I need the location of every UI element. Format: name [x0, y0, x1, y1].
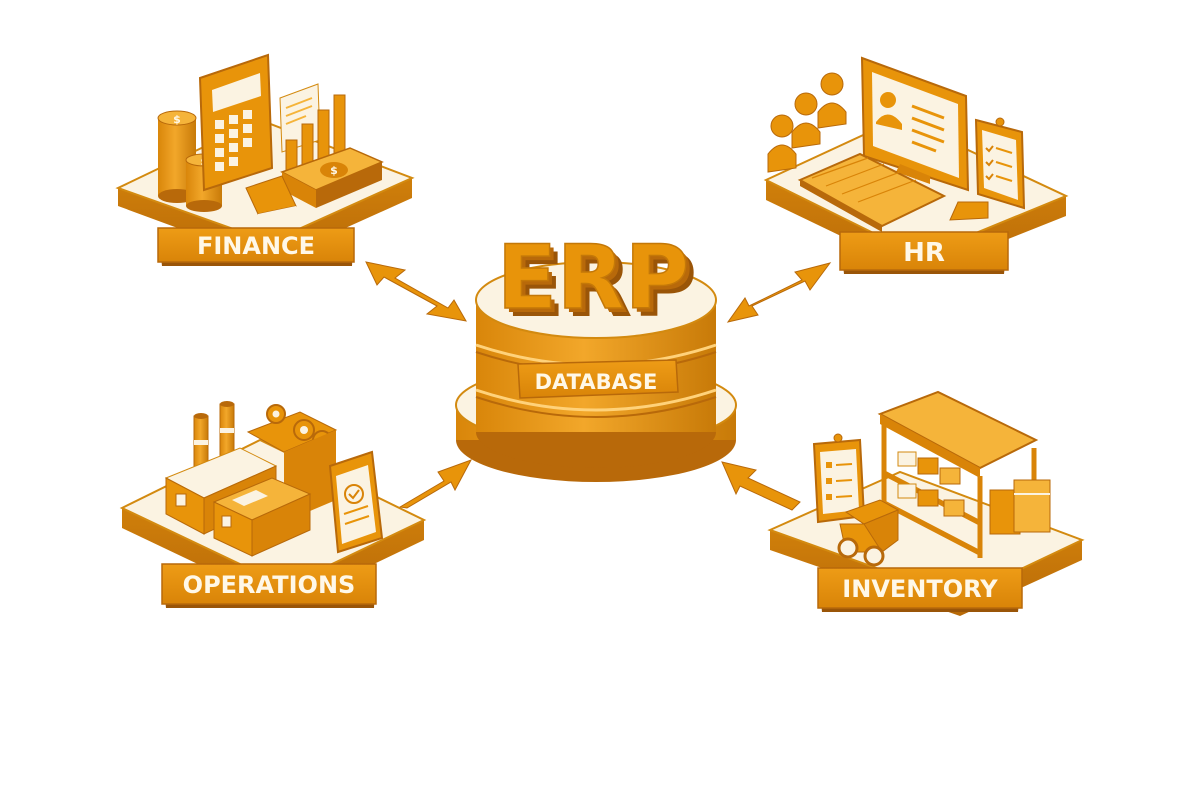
finance-label: FINANCE [157, 227, 355, 266]
database-label-text: DATABASE [535, 370, 658, 394]
svg-text:$: $ [173, 113, 181, 126]
operations-label: OPERATIONS [161, 563, 377, 608]
hr-label: HR [839, 231, 1009, 274]
clipboard-check-icon [328, 450, 384, 554]
erp-database: DATABASE ERP ERP ERP [455, 225, 737, 482]
clipboard-checklist-icon [974, 117, 1026, 210]
finance-label-text: FINANCE [197, 232, 315, 260]
module-hr: HR [763, 56, 1069, 274]
arrow-inventory-erp [721, 461, 801, 511]
mouse-icon [949, 201, 989, 221]
svg-text:$: $ [330, 164, 338, 177]
erp-title: ERP ERP ERP [496, 225, 697, 337]
people-group-icon [767, 72, 847, 173]
calculator-icon [198, 53, 274, 192]
machine-box-icon [212, 477, 312, 557]
boxes-icon [897, 451, 1051, 535]
svg-text:ERP: ERP [505, 234, 697, 337]
svg-text:ERP: ERP [501, 230, 693, 333]
database-label: DATABASE [517, 359, 679, 399]
module-inventory: INVENTORY [767, 390, 1085, 616]
ledger-book-icon [245, 175, 297, 220]
keyboard-icon [797, 152, 947, 232]
arrow-hr-erp [726, 262, 832, 323]
inventory-label-text: INVENTORY [842, 575, 998, 603]
hr-label-text: HR [903, 238, 945, 268]
module-operations: OPERATIONS [119, 401, 427, 608]
arrow-operations-erp [398, 459, 473, 509]
clipboard-checklist-icon [812, 433, 866, 524]
monitor-profile-icon [860, 56, 970, 192]
cash-money-icon: $ [280, 147, 384, 208]
arrow-finance-erp [365, 261, 467, 322]
forklift-icon [837, 499, 900, 567]
inventory-label: INVENTORY [817, 567, 1023, 612]
module-finance: $ $ [115, 53, 415, 266]
operations-label-text: OPERATIONS [183, 571, 356, 599]
gear-icon [246, 404, 338, 522]
erp-title-text: ERP [497, 226, 689, 329]
